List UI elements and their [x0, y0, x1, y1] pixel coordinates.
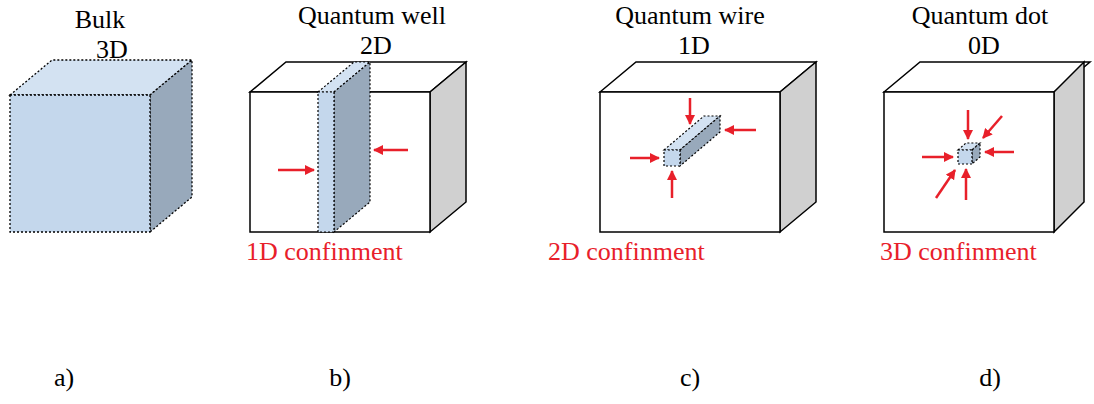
dot-cube	[958, 143, 980, 164]
bulk-cube	[10, 60, 192, 232]
well-slab	[318, 62, 370, 232]
panel-letter: b)	[329, 364, 351, 393]
panel-letter: c)	[680, 364, 700, 393]
dimension-label: 1D	[678, 32, 710, 61]
confinement-label: 1D confinment	[246, 238, 403, 267]
dot-box	[884, 62, 1090, 232]
confinement-arrows	[278, 150, 408, 170]
dimension-label: 0D	[968, 32, 1000, 61]
dimension-label: 2D	[360, 32, 392, 61]
confinement-label: 3D confinment	[880, 238, 1037, 267]
panel-title: Quantum dot	[912, 2, 1049, 31]
panel-letter: d)	[979, 364, 1001, 393]
dimension-label: 3D	[96, 36, 128, 65]
well-box	[250, 62, 466, 232]
wire-box	[600, 62, 816, 232]
panel-title: Bulk	[75, 6, 126, 35]
confinement-arrows	[630, 98, 756, 198]
panel-title: Quantum wire	[615, 2, 764, 31]
wire-bar	[664, 116, 720, 166]
confinement-arrows	[922, 110, 1014, 200]
panel-title: Quantum well	[298, 2, 446, 31]
confinement-label: 2D confinment	[548, 238, 705, 267]
panel-letter: a)	[54, 364, 74, 393]
